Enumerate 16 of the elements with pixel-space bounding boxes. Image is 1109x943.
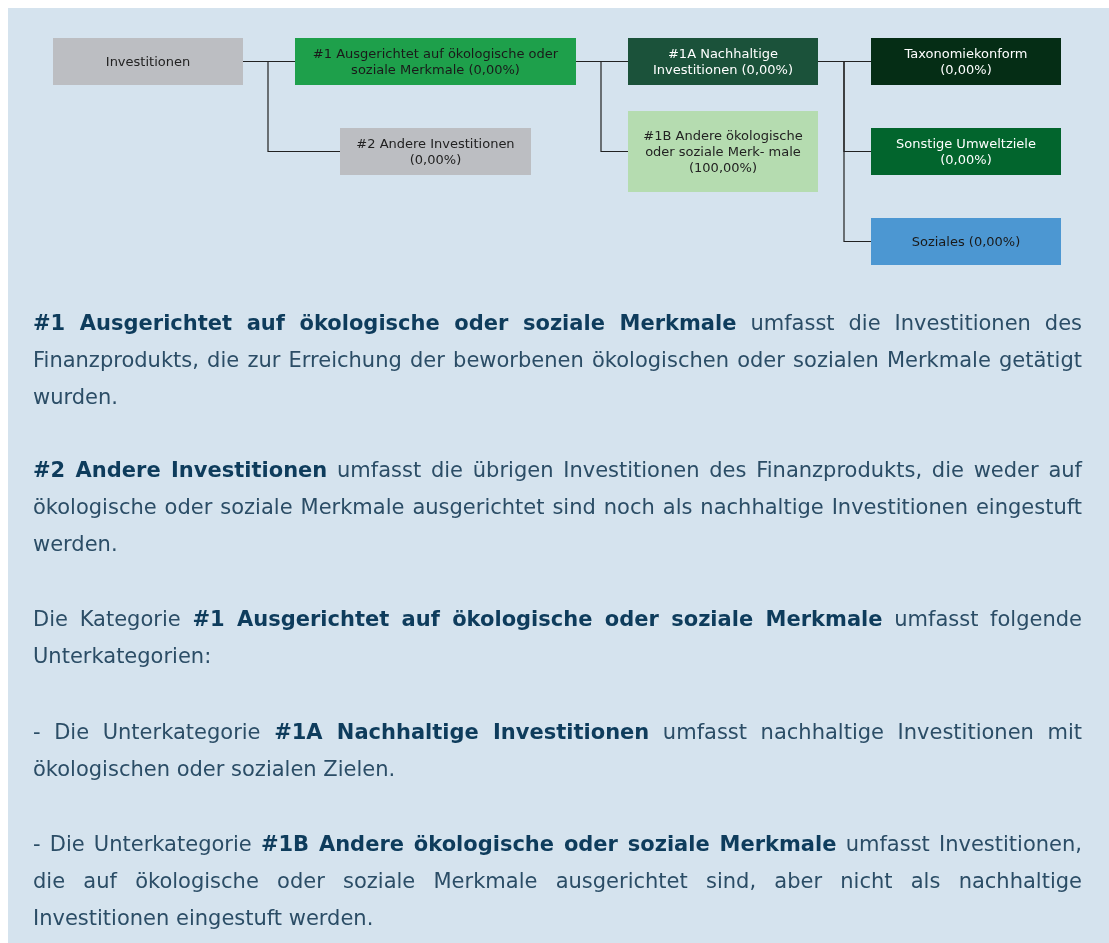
category-box: Investitionen	[53, 38, 243, 85]
category-box: #1A Nachhaltige Investitionen (0,00%)	[628, 38, 818, 85]
category-box: #2 Andere Investitionen (0,00%)	[340, 128, 531, 175]
connector-line	[817, 60, 872, 243]
connector-line	[575, 60, 629, 153]
description-paragraph: - Die Unterkategorie #1B Andere ökologische oder soziale Merkmale umfasst Investitionen, die auf ökologische oder soziale Merkmale ausgerichtet sind, aber nicht als nachhaltige Investitionen eingestuft werden.	[33, 831, 1082, 932]
connector-line	[242, 60, 341, 153]
category-box: #1 Ausgerichtet auf ökologische oder soziale Merkmale (0,00%)	[295, 38, 576, 85]
description-paragraph: #1 Ausgerichtet auf ökologische oder soziale Merkmale umfasst die Investitionen des Finanzprodukts, die zur Erreichung der beworbenen ökologischen oder sozialen Merkmale getätigt wurden.	[33, 310, 1082, 411]
category-box: Taxonomiekonform (0,00%)	[871, 38, 1061, 85]
category-box: Soziales (0,00%)	[871, 218, 1061, 265]
description-paragraph: Die Kategorie #1 Ausgerichtet auf ökologische oder soziale Merkmale umfasst folgende Unterkategorien:	[33, 606, 1082, 670]
description-paragraph: #2 Andere Investitionen umfasst die übrigen Investitionen des Finanzprodukts, die weder auf ökologische oder soziale Merkmale ausgerichtet sind noch als nachhaltige Investitionen eingestuft werden.	[33, 457, 1082, 558]
category-box: Sonstige Umweltziele (0,00%)	[871, 128, 1061, 175]
category-box: #1B Andere ökologische oder soziale Merk- male (100,00%)	[628, 111, 818, 192]
description-paragraph: - Die Unterkategorie #1A Nachhaltige Investitionen umfasst nachhaltige Investitionen mit ökologischen oder sozialen Zielen.	[33, 719, 1082, 783]
